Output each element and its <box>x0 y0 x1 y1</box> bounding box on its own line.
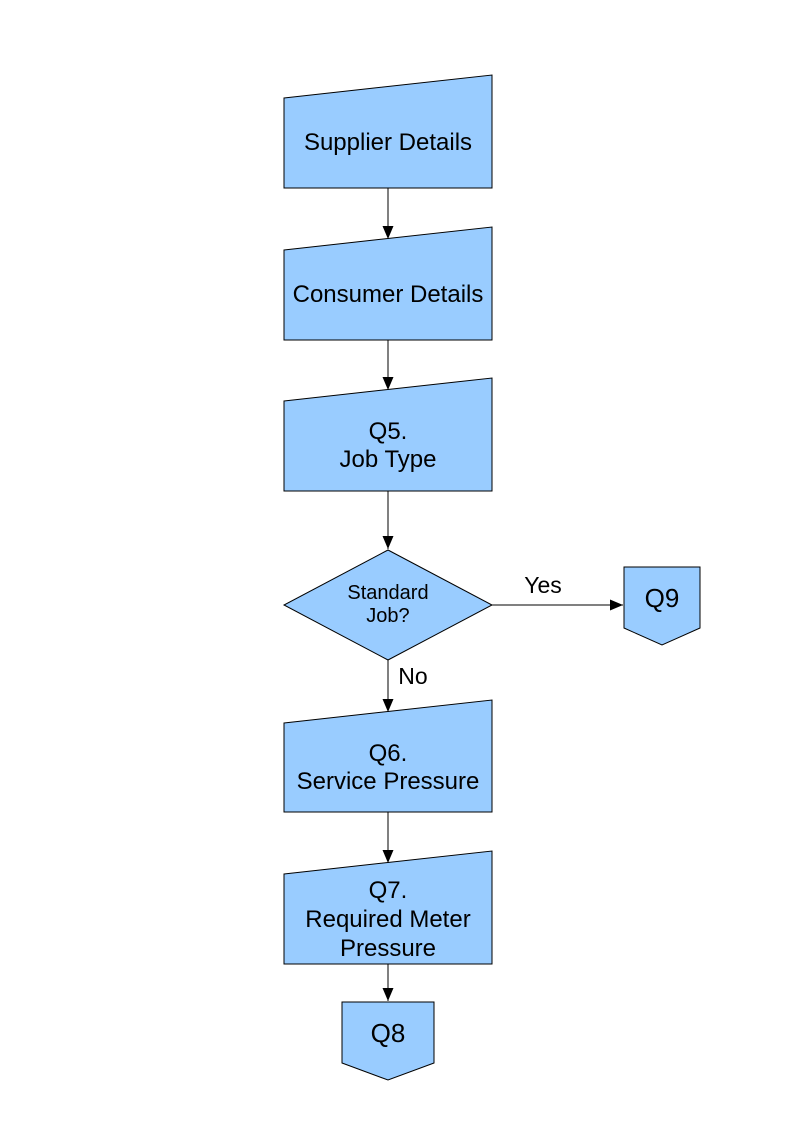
node-q5-job-type-label: Q5. Job Type <box>339 418 437 473</box>
node-supplier-details-shape <box>283 74 493 189</box>
node-q6-service-pressure-shape <box>283 699 493 813</box>
node-q6-service-pressure-label: Q6. Service Pressure <box>296 739 480 795</box>
edge-label-no: No <box>398 662 428 689</box>
node-q7-required-meter-pressure-shape <box>283 850 493 965</box>
offpage-connector-q8-shape <box>341 1001 435 1081</box>
node-consumer-details-label: Consumer Details <box>292 281 484 308</box>
node-q5-job-type-shape <box>283 377 493 492</box>
decision-standard-job-label: Standard Job? <box>347 582 429 627</box>
node-consumer-details-shape <box>283 226 493 341</box>
offpage-connector-q8-label: Q8 <box>370 1017 406 1048</box>
edge-label-yes: Yes <box>524 571 562 598</box>
offpage-connector-q9-label: Q9 <box>644 582 680 613</box>
node-q7-required-meter-pressure-label: Q7. Required Meter Pressure <box>305 876 471 962</box>
offpage-connector-q9-shape <box>623 566 701 646</box>
node-supplier-details-label: Supplier Details <box>303 129 473 156</box>
